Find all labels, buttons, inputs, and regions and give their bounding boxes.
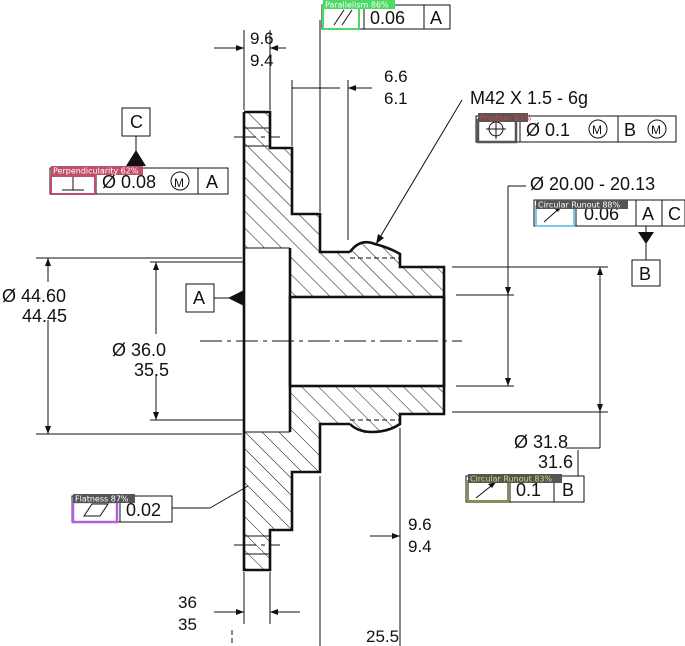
position-datum-modifier: M	[651, 123, 661, 137]
hub-diameter-max: Ø 31.8	[514, 432, 568, 452]
fcf-circular-runout-1: 0.06 A C Circular Runout 88%	[533, 199, 685, 227]
fcf-perpendicularity: Ø 0.08 M A Perpendicularity 62%	[49, 166, 229, 195]
dimension-text: 9.6 9.4 6.6 6.1 M42 X 1.5 - 6g Ø 20.00 -…	[2, 29, 655, 646]
flatness-detection-tag: Flatness 87%	[75, 495, 129, 504]
top-thickness-min: 9.4	[250, 51, 274, 70]
shoulder-max: 6.6	[384, 67, 408, 86]
parallelism-detection-tag: Parallelism 86%	[325, 1, 389, 10]
bore-diameter-max: Ø 36.0	[112, 340, 166, 360]
circular-runout-2-tolerance: 0.1	[516, 480, 541, 500]
flange-diameter-min: 44.45	[22, 306, 67, 326]
flatness-tolerance: 0.02	[126, 500, 161, 520]
perpendicularity-modifier: M	[174, 176, 184, 190]
top-thickness-max: 9.6	[250, 29, 274, 48]
position-modifier: M	[592, 123, 602, 137]
fcf-circular-runout-2: 0.1 B Circular Runout 83%	[465, 474, 585, 503]
datum-a-label: A	[193, 288, 205, 308]
parallelism-icon	[333, 9, 353, 26]
leader-lines	[135, 20, 647, 509]
flange-width-min: 35	[178, 615, 197, 634]
position-icon	[486, 119, 506, 139]
flange-width-max: 36	[178, 593, 197, 612]
pilot-diameter: Ø 20.00 - 20.13	[530, 174, 655, 194]
datum-a: A	[185, 283, 244, 313]
position-datum: B	[624, 120, 636, 140]
perpendicularity-datum: A	[206, 172, 218, 192]
fcf-parallelism: 0.06 A Parallelism 86%	[321, 0, 451, 30]
dimension-lines	[36, 26, 608, 646]
position-tolerance: Ø 0.1	[526, 120, 570, 140]
datum-c-label: C	[130, 112, 143, 132]
shoulder-min: 6.1	[384, 89, 408, 108]
circular-runout-2-detection-tag: Circular Runout 83%	[470, 475, 553, 484]
perpendicularity-detection-tag: Perpendicularity 62%	[53, 167, 139, 176]
circular-runout-1-detection-tag: Circular Runout 88%	[538, 201, 621, 210]
datum-b: B	[631, 232, 661, 287]
perpendicularity-tolerance: Ø 0.08	[102, 172, 156, 192]
circular-runout-1-datum2: C	[668, 204, 681, 224]
thread-spec: M42 X 1.5 - 6g	[470, 88, 588, 108]
datum-c: C	[121, 107, 151, 166]
parallelism-tolerance: 0.06	[370, 8, 405, 28]
circular-runout-2-datum: B	[562, 480, 574, 500]
fcf-position: Ø 0.1 M B M Position 93%	[475, 113, 677, 144]
circular-runout-2-icon	[475, 481, 497, 499]
bore-diameter-min: 35.5	[134, 360, 169, 380]
flange-diameter-max: Ø 44.60	[2, 286, 66, 306]
bottom-thickness-min: 9.4	[408, 537, 432, 556]
flatness-icon	[83, 503, 109, 517]
fcf-flatness: 0.02 Flatness 87%	[71, 494, 173, 524]
overall-length: 25.5	[366, 627, 399, 646]
bottom-thickness-max: 9.6	[408, 515, 432, 534]
position-detection-tag: Position 93%	[480, 114, 532, 123]
part-section	[200, 110, 462, 572]
datum-b-label: B	[639, 264, 651, 284]
parallelism-datum: A	[430, 8, 442, 28]
hub-diameter-min: 31.6	[538, 452, 573, 472]
circular-runout-1-datum: A	[642, 204, 654, 224]
